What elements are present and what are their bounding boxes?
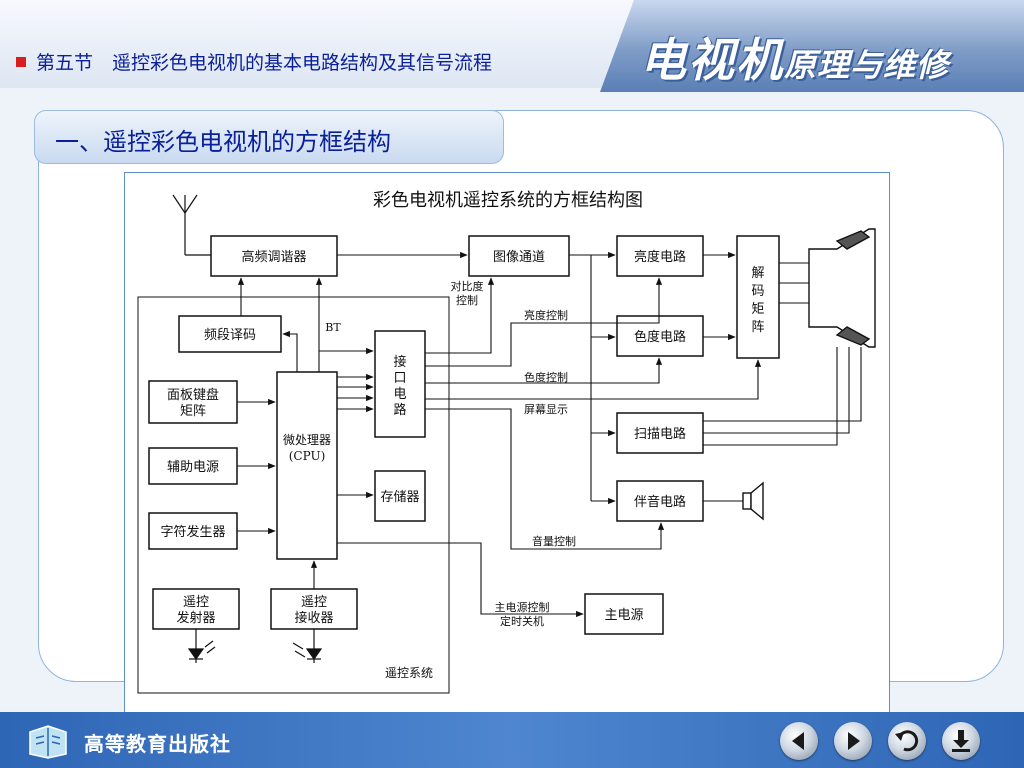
remote-system-boundary [137, 296, 450, 694]
block-rc-receiver [270, 588, 358, 630]
block-audio [616, 480, 704, 522]
course-logo-sub: 原理与维修 [784, 46, 950, 84]
crt-tube-icon [808, 228, 876, 348]
block-brightness-label: 亮度电路 [634, 249, 686, 265]
label-osd: 屏幕显示 [524, 402, 568, 416]
block-rc-receiver-label-2: 接收器 [294, 610, 333, 626]
block-audio-label: 伴音电路 [634, 494, 686, 510]
block-interface-label-2: 口 [393, 371, 406, 386]
diagram-title: 彩色电视机遥控系统的方框结构图 [373, 190, 643, 211]
label-contrast-2: 控制 [456, 293, 478, 307]
section-bullet-icon [16, 57, 26, 67]
block-aux-power-label: 辅助电源 [167, 460, 219, 475]
arrow-right-icon [848, 732, 860, 750]
block-memory-label: 存储器 [380, 490, 419, 505]
return-button[interactable] [888, 722, 926, 760]
diagram-panel: 彩色电视机遥控系统的方框结构图 遥控系统 高频调谐器 图像通道 亮度电路 色度电… [124, 172, 890, 714]
label-power-ctrl-2: 定时关机 [500, 614, 544, 628]
block-rc-receiver-label-1: 遥控 [301, 595, 327, 610]
label-bt: BT [325, 321, 341, 334]
subtitle-text: 一、遥控彩色电视机的方框结构 [55, 128, 391, 156]
arrow-left-icon [792, 732, 804, 750]
block-tuner-label: 高频调谐器 [241, 249, 306, 265]
signal-lines [237, 251, 862, 618]
speaker-icon [742, 481, 764, 521]
block-decode-matrix-label-4: 阵 [751, 320, 764, 335]
block-rc-transmitter-label-1: 遥控 [183, 595, 209, 610]
block-decode-matrix-label-1: 解 [751, 266, 764, 281]
ir-receiver-icon [292, 629, 323, 663]
section-title: 第五节 遥控彩色电视机的基本电路结构及其信号流程 [36, 52, 493, 74]
block-rc-transmitter-label-2: 发射器 [176, 610, 215, 626]
antenna-icon [172, 194, 211, 256]
course-logo-main: 电视机 [640, 33, 784, 87]
block-cpu [276, 371, 338, 560]
block-char-gen-label: 字符发生器 [160, 524, 225, 540]
block-scan-label: 扫描电路 [634, 426, 686, 442]
slide-footer: 高等教育出版社 [0, 712, 1024, 768]
block-panel-keyboard-label-1: 面板键盘 [167, 387, 219, 403]
label-contrast-1: 对比度 [451, 279, 484, 293]
block-interface-label-3: 电 [393, 387, 406, 402]
block-rc-transmitter [152, 588, 240, 630]
block-main-power [584, 593, 664, 635]
return-arrow-icon [895, 730, 919, 752]
block-decode-matrix-label-3: 矩 [751, 302, 764, 317]
course-logo: 电视机原理与维修 [640, 24, 949, 90]
block-memory [374, 470, 426, 522]
subtitle-box: 一、遥控彩色电视机的方框结构 [34, 110, 504, 164]
block-image-channel [468, 235, 570, 277]
block-panel-keyboard [148, 380, 238, 424]
block-decode-matrix-label-2: 码 [751, 284, 764, 299]
block-cpu-label-1: 微处理器 [283, 433, 331, 447]
label-chroma-ctrl: 色度控制 [524, 370, 568, 384]
block-interface-label-4: 路 [393, 402, 406, 418]
download-button[interactable] [942, 722, 980, 760]
block-tuner [210, 235, 338, 277]
block-brightness [616, 235, 704, 277]
publisher-name: 高等教育出版社 [84, 732, 231, 756]
block-diagram: 彩色电视机遥控系统的方框结构图 遥控系统 高频调谐器 图像通道 亮度电路 色度电… [137, 190, 876, 694]
label-remote-system: 遥控系统 [385, 666, 433, 680]
block-panel-keyboard-label-2: 矩阵 [180, 404, 206, 419]
block-main-power-label: 主电源 [604, 608, 643, 623]
block-decode-matrix [736, 235, 780, 359]
block-chroma-label: 色度电路 [634, 329, 686, 345]
block-interface-label-1: 接 [393, 354, 406, 370]
download-icon [952, 730, 970, 752]
publisher-logo-icon [29, 725, 67, 759]
block-image-channel-label: 图像通道 [493, 250, 545, 265]
block-interface [374, 330, 426, 438]
next-slide-button[interactable] [834, 722, 872, 760]
block-band-decoder-label: 频段译码 [204, 328, 256, 343]
ir-led-icon [187, 629, 216, 663]
label-power-ctrl-1: 主电源控制 [495, 600, 550, 614]
block-band-decoder [178, 315, 282, 353]
prev-slide-button[interactable] [780, 722, 818, 760]
block-cpu-label-2: (CPU) [289, 449, 326, 463]
block-char-gen [148, 512, 238, 550]
label-volume: 音量控制 [532, 534, 576, 548]
label-brightness-ctrl: 亮度控制 [524, 308, 568, 322]
header-banner [600, 0, 1024, 92]
